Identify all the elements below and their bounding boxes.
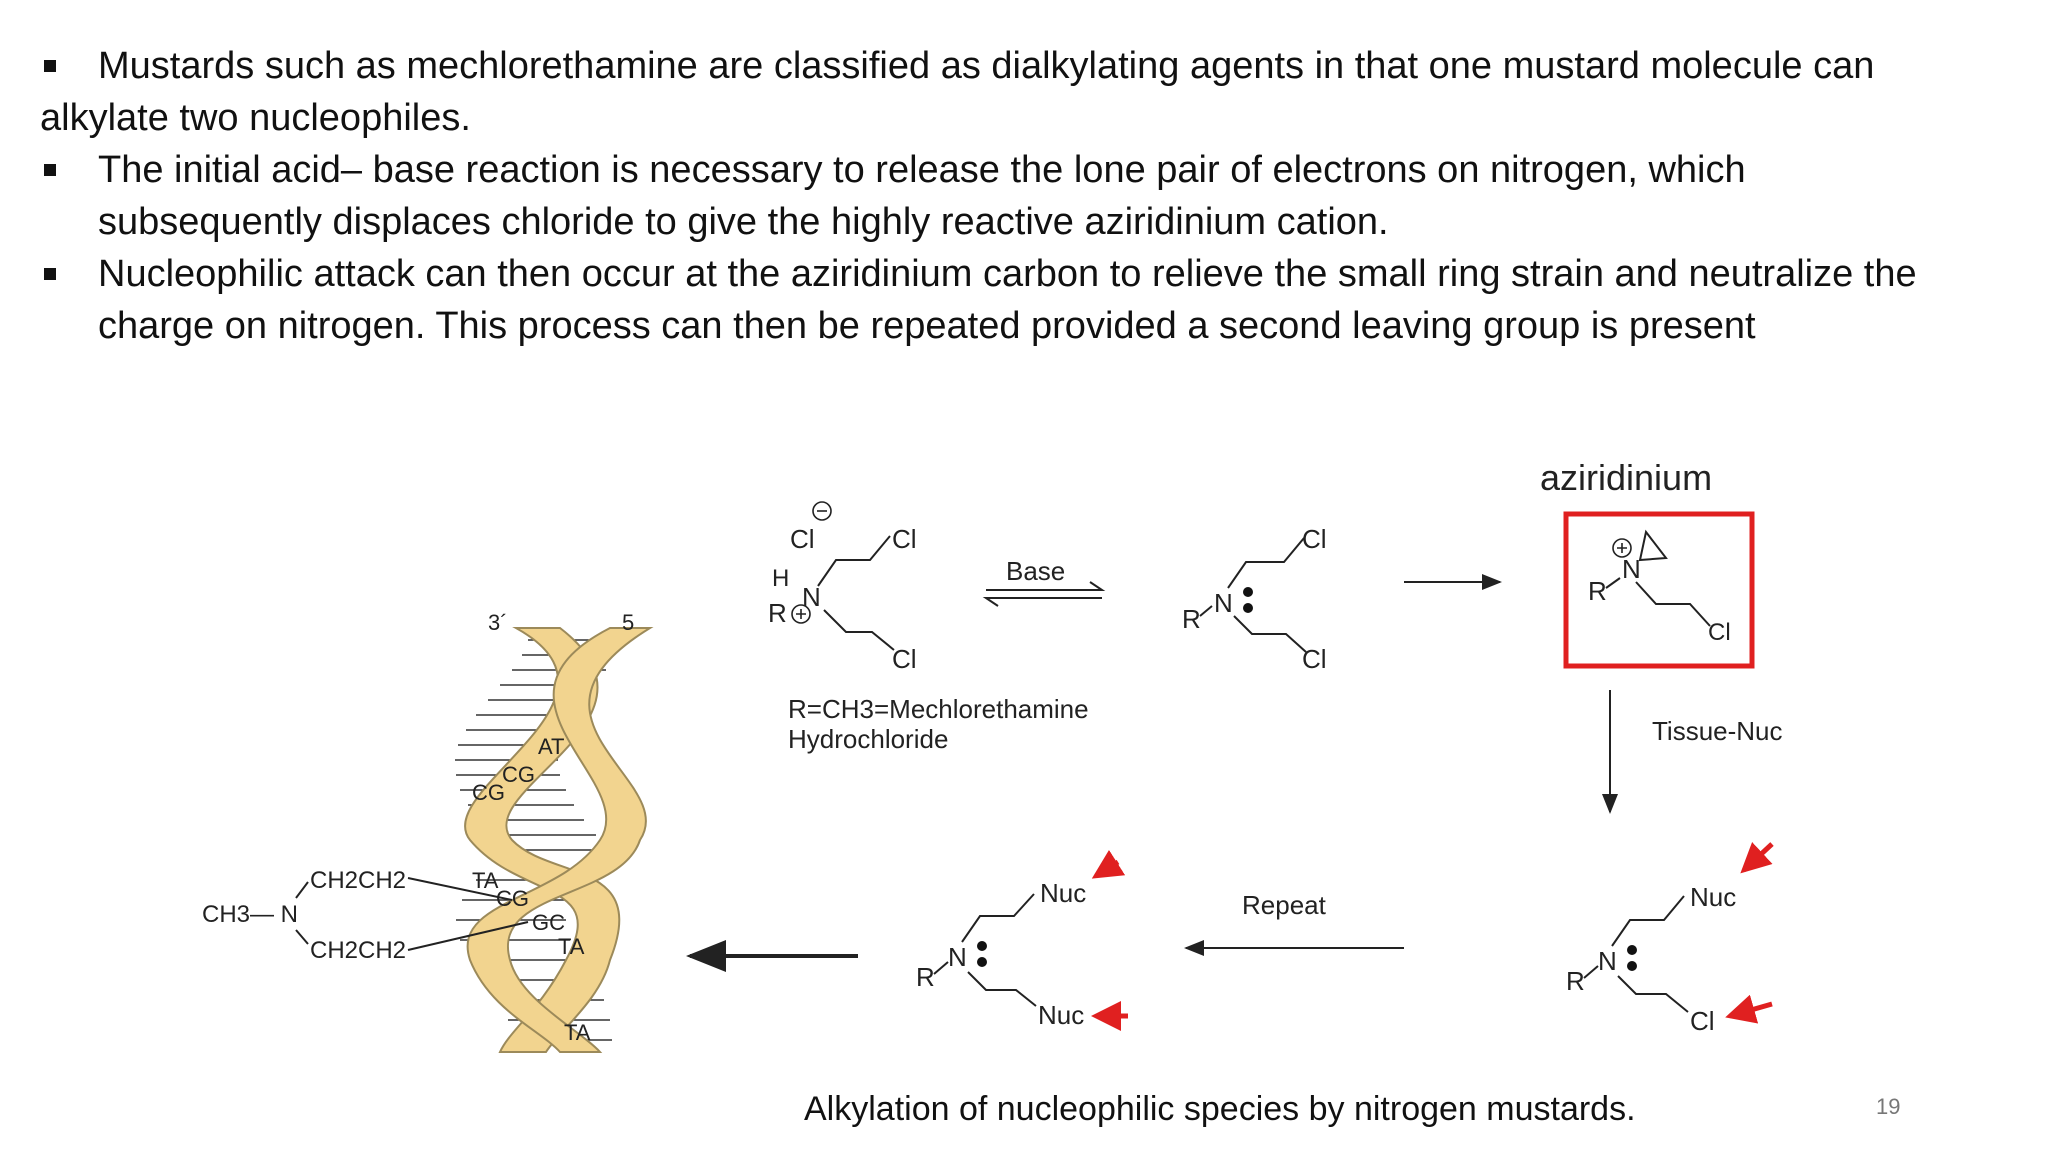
nitrogen-label: N [1598,946,1617,976]
crosslinked-mustard: CH3— N CH2CH2 CH2CH2 [202,867,529,964]
nuc-label: Nuc [1038,1000,1084,1030]
base-label: Base [1006,556,1065,586]
r-group-label: R [1588,576,1607,606]
repeat-label: Repeat [1242,890,1327,920]
bullet-marker-icon [44,60,56,72]
dna-helix: AT CG CG TA CG GC TA TA 3´ 5 [455,610,654,1053]
r-group-label: R [1182,604,1201,634]
chlorine-label: Cl [892,524,917,554]
mechlorethamine-note: R=CH3=Mechlorethamine [788,694,1089,724]
chloride-ion-label: Cl [790,524,815,554]
chlorine-label: Cl [1690,1006,1715,1036]
bullet-text: The initial acid– base reaction is neces… [98,149,1746,191]
bullet-text-continued: charge on nitrogen. This process can the… [98,305,1756,347]
dna-pair: CG [472,780,505,805]
bullet-item: The initial acid– base reaction is neces… [40,144,2020,248]
aziridinium-highlight-box [1563,511,1755,669]
dna-3-prime-label: 3´ [488,610,508,635]
nuc-label: Nuc [1690,882,1736,912]
figure-caption: Alkylation of nucleophilic species by ni… [804,1090,1636,1128]
dna-pair: TA [558,934,585,959]
chlorine-label: Cl [1708,619,1731,646]
bullet-marker-icon [44,268,56,280]
mono-alkylated-product: R N Nuc Cl [1566,841,1774,1036]
r-group-label: R [916,962,935,992]
ch2ch2-label: CH2CH2 [310,937,406,964]
dna-5-prime-label: 5 [622,610,634,635]
nitrogen-label: N [1622,554,1641,584]
ch2ch2-label: CH2CH2 [310,867,406,894]
chlorine-label: Cl [1302,644,1327,674]
red-arrow-icon [1740,841,1774,874]
dna-pair: CG [502,762,535,787]
bullet-text-continued: alkylate two nucleophiles. [40,97,471,139]
bullet-marker-icon [44,164,56,176]
free-base-mustard: R N Cl Cl [1182,524,1327,674]
chlorine-label: Cl [892,644,917,674]
aziridinium-cation: N R Cl [1588,529,1731,646]
bullet-item: Nucleophilic attack can then occur at th… [40,248,2020,352]
nuc-label: Nuc [1040,878,1086,908]
aziridinium-label: aziridinium [1540,457,1712,498]
chlorine-label: Cl [1302,524,1327,554]
bullet-list: Mustards such as mechlorethamine are cla… [40,40,2020,352]
r-group-label: R [1566,966,1585,996]
mechlorethamine-hydrochloride: Cl H N R Cl Cl R=CH3=Mechlorethamine Hyd… [768,501,1089,754]
nitrogen-label: N [948,942,967,972]
hydrogen-label: H [772,565,789,592]
bullet-text: Nucleophilic attack can then occur at th… [98,253,1917,295]
red-arrow-icon [1725,994,1773,1024]
bullet-text: Mustards such as mechlorethamine are cla… [98,45,1875,87]
ch3-n-label: CH3— N [202,901,298,928]
dna-pair: GC [532,910,565,935]
hydrochloride-note: Hydrochloride [788,724,948,754]
page-number: 19 [1876,1094,1901,1119]
bullet-item: Mustards such as mechlorethamine are cla… [40,40,2020,144]
nitrogen-label: N [802,582,821,612]
bis-alkylated-product: R N Nuc Nuc [916,849,1128,1031]
dna-pair: TA [472,868,499,893]
tissue-nuc-label: Tissue-Nuc [1652,716,1783,746]
equilibrium-arrows: Base [982,556,1106,607]
dna-pair: TA [564,1020,591,1045]
bullet-text-continued: subsequently displaces chloride to give … [98,201,1389,243]
red-arrow-icon [1091,849,1126,879]
nitrogen-label: N [1214,588,1233,618]
r-group-label: R [768,598,787,628]
dna-pair: AT [538,734,564,759]
